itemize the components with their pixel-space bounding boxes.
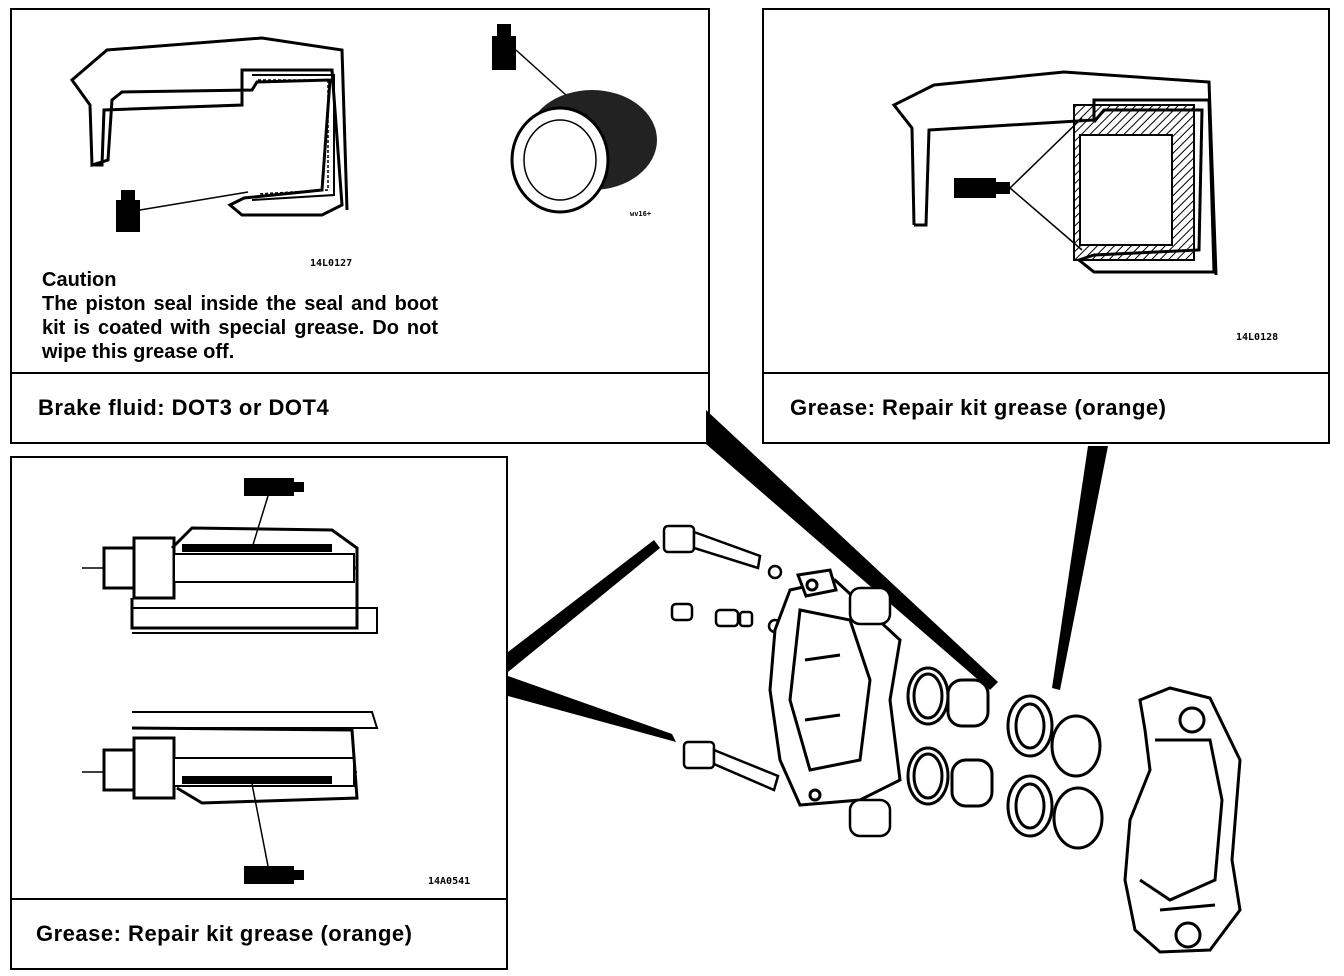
figure-code: 14L0128 (1236, 332, 1279, 343)
figure-code: 14A0541 (428, 876, 471, 887)
upper-guide-pin (82, 526, 378, 634)
brake-fluid-panel: 14L0127 wv16+ Caution The piston seal in… (10, 8, 710, 444)
brake-fluid-bottle-icon (116, 190, 140, 232)
figure-code: 14L0127 (310, 258, 353, 269)
caption-row: Brake fluid: DOT3 or DOT4 (12, 372, 708, 442)
small-figure-code: wv16+ (630, 210, 652, 218)
caution-heading: Caution (42, 269, 117, 291)
leader-wedge-brake-fluid (706, 410, 998, 690)
leader-wedge-grease-pin-lower (508, 676, 676, 742)
pin-bushings (670, 602, 783, 634)
caution-note: Caution The piston seal inside the seal … (42, 268, 438, 364)
lower-grease-tube-icon (244, 866, 304, 884)
grease-pins-panel: 14A0541 Grease: Repair kit grease (orang… (10, 456, 508, 970)
grease-pins-caption: Grease: Repair kit grease (orange) (36, 921, 413, 946)
caution-body: The piston seal inside the seal and boot… (42, 293, 438, 363)
caliper-bracket (1123, 686, 1242, 954)
lower-guide-pin-part (682, 740, 780, 792)
caption-row: Grease: Repair kit grease (orange) (764, 372, 1328, 442)
leader-wedge-grease-seal (1052, 446, 1108, 690)
upper-guide-pin-part (662, 524, 783, 580)
grease-seal-caption: Grease: Repair kit grease (orange) (790, 395, 1167, 420)
brake-fluid-bottle-icon-2 (492, 24, 516, 70)
caliper-piston-illustration (69, 24, 657, 232)
piston-set-upper (906, 666, 1102, 778)
piston-set-lower (906, 746, 1104, 850)
seal-groove-illustration (891, 70, 1218, 276)
grease-seal-panel: 14L0128 Grease: Repair kit grease (orang… (762, 8, 1330, 444)
caption-row: Grease: Repair kit grease (orange) (12, 898, 506, 968)
brake-fluid-caption: Brake fluid: DOT3 or DOT4 (38, 395, 330, 420)
leader-wedge-grease-pin-upper (508, 540, 660, 672)
dust-boots (848, 586, 892, 838)
guide-pin-illustration (82, 478, 379, 884)
grease-tube-icon (954, 178, 1010, 198)
caliper-body (768, 568, 902, 807)
upper-grease-tube-icon (244, 478, 304, 496)
lower-guide-pin (82, 711, 379, 805)
